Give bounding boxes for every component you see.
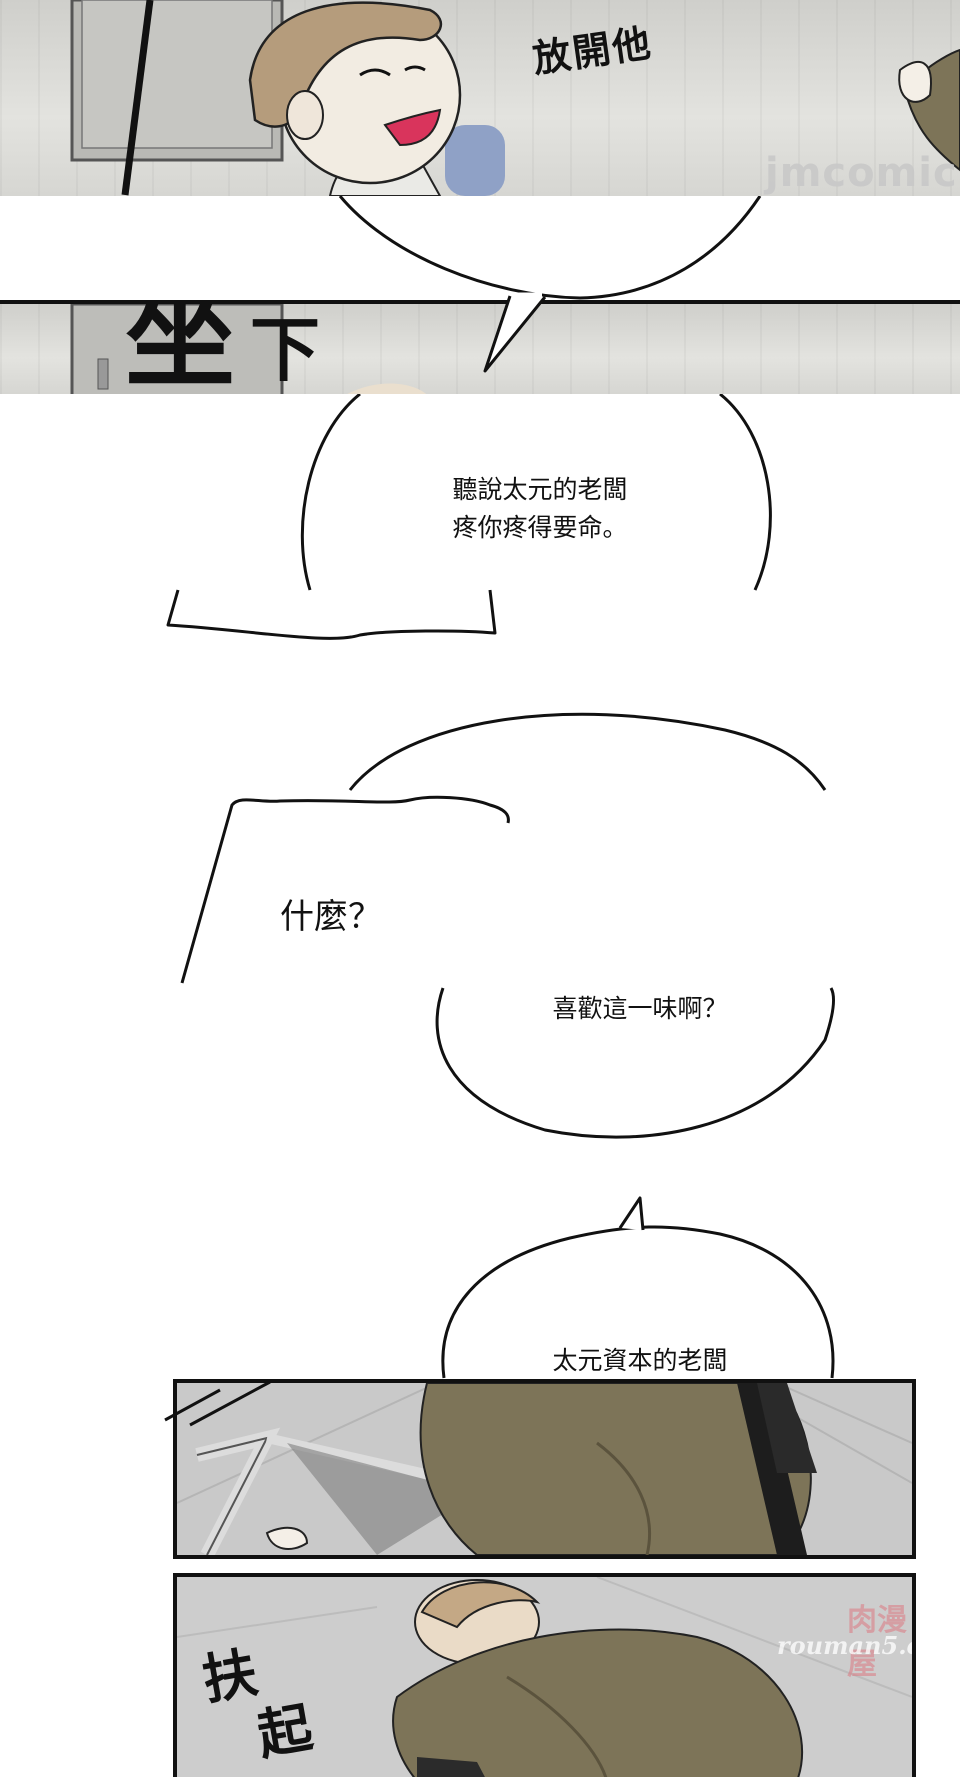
bubble-2-shape — [180, 795, 510, 984]
sfx-sit: 坐 — [125, 300, 235, 394]
bubble-1-text: 聽說太元的老闆 疼你疼得要命。 — [452, 475, 628, 542]
watermark-jmcomic: jmcomic — [765, 150, 958, 196]
bubble-top-outline — [338, 196, 762, 373]
speed-lines — [164, 1380, 271, 1427]
bubble-4-shape — [441, 1196, 835, 1379]
panel-lift-up: 扶 起 肉漫屋 rouman5.com — [173, 1573, 916, 1777]
bubble-3-shape — [348, 712, 835, 1139]
panel-sit-down-art — [70, 304, 427, 394]
box-fragment-1 — [166, 589, 497, 640]
panel-chair-art — [177, 1383, 912, 1555]
panel-lift-up-art — [177, 1577, 912, 1777]
panel-chair — [173, 1379, 916, 1559]
bubble-4-text: 太元資本的老闆 — [552, 1346, 728, 1375]
bubble-2-text: 什麼？ — [280, 897, 382, 937]
watermark-rouman-cn: 肉漫屋 — [847, 1603, 907, 1682]
sfx-down: 下 — [250, 308, 320, 391]
panel-top-art — [70, 0, 960, 196]
bubble-3-text: 喜歡這一味啊？ — [552, 994, 728, 1023]
bubble-1-shape — [300, 394, 772, 591]
panel-top: 放開他 jmcomic — [0, 0, 960, 196]
watermark-rouman-en: rouman5.com — [777, 1631, 912, 1660]
panel-sit-down: 坐 下 — [0, 300, 960, 394]
